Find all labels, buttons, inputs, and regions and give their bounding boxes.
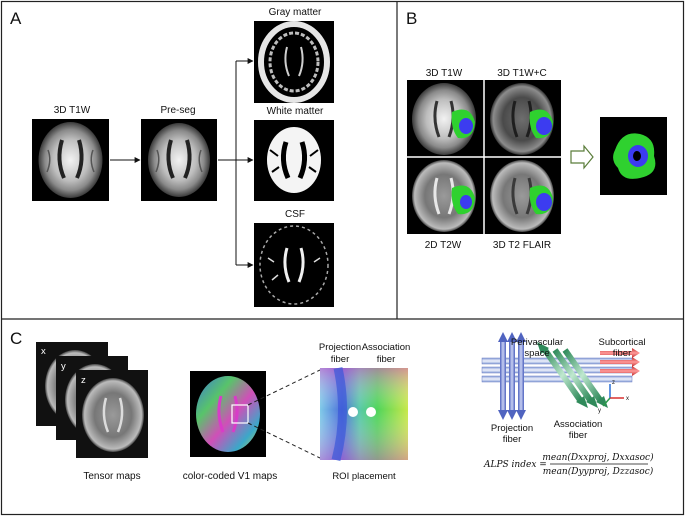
subcortical-fiber-arrow-2	[600, 357, 640, 367]
panel-a-output-gray-matter-label: Gray matter	[269, 7, 322, 18]
panel-b-tile-t1wc	[490, 83, 554, 155]
diagram-association-label-1: Association	[554, 419, 603, 430]
panel-b-image-grid	[407, 80, 561, 234]
roi-zoom-image	[320, 367, 408, 462]
diagram-projection-label-1: Projection	[491, 423, 533, 434]
panel-b-tumor-mask-image	[600, 117, 667, 195]
stack-letter-z: z	[81, 375, 86, 386]
v1-maps-caption: color-coded V1 maps	[183, 471, 278, 482]
panel-b-tile-label-flair: 3D T2 FLAIR	[493, 240, 551, 251]
tensor-maps-caption: Tensor maps	[83, 471, 140, 482]
diagram-perivascular-label-1: Perivascular	[511, 337, 563, 348]
stack-letter-x: x	[41, 346, 46, 357]
roi-projection-label-2: fiber	[331, 354, 349, 365]
roi-association-label-2: fiber	[377, 354, 395, 365]
panel-a-gray-matter-image	[254, 21, 334, 103]
subcortical-fiber-arrow-3	[600, 366, 640, 376]
alps-formula: ALPS index = mean(Dxxproj, Dxxasoc) mean…	[483, 452, 654, 477]
panel-a-white-matter-image	[254, 120, 334, 201]
panel-a-input-image	[32, 119, 109, 201]
panel-a-preseg-image	[141, 119, 217, 201]
panel-b-tile-t2w	[412, 160, 476, 232]
panel-b-tile-label-t1w: 3D T1W	[426, 68, 463, 79]
zoom-line-bottom	[247, 422, 321, 459]
panel-a-output-csf-label: CSF	[285, 209, 305, 220]
diagram-projection-label-2: fiber	[503, 434, 521, 445]
roi-projection-dot	[348, 407, 358, 417]
stack-letter-y: y	[61, 361, 66, 372]
fiber-diagram	[481, 332, 640, 420]
axis-label-y: y	[598, 408, 601, 414]
diagram-subcortical-label-1: Subcortical	[599, 337, 646, 348]
panel-b-tile-flair	[490, 160, 554, 232]
panel-a-csf-image	[254, 223, 334, 307]
roi-placement-caption: ROI placement	[332, 471, 396, 482]
panel-b-tile-label-t1wc: 3D T1W+C	[497, 68, 547, 79]
panel-a-preseg-label: Pre-seg	[160, 105, 195, 116]
panel-a-input-label: 3D T1W	[54, 105, 91, 116]
axis-label-x: x	[626, 396, 629, 402]
panel-c-tensor-stack	[36, 342, 148, 458]
panel-b-tile-label-t2w: 2D T2W	[425, 240, 462, 251]
zoom-line-top	[247, 369, 321, 406]
panel-b-tile-t1w	[412, 83, 476, 155]
formula-denominator: mean(Dyyproj, Dzzasoc)	[543, 466, 654, 477]
roi-association-label-1: Association	[362, 342, 411, 353]
panel-a-letter: A	[10, 9, 22, 28]
diagram-subcortical-label-2: fiber	[613, 348, 631, 359]
axis-label-z: z	[612, 380, 615, 386]
panel-a-output-white-matter-label: White matter	[267, 106, 324, 117]
roi-projection-label-1: Projection	[319, 342, 361, 353]
panel-c-letter: C	[10, 329, 22, 348]
panel-b-hollow-arrow	[570, 144, 594, 170]
formula-lhs: ALPS index =	[483, 460, 547, 470]
subcortical-fiber-arrow-1	[600, 348, 640, 358]
diagram-association-label-2: fiber	[569, 430, 587, 441]
v1-map-image	[190, 371, 266, 457]
tensor-map-z	[76, 370, 148, 458]
panel-b-letter: B	[406, 9, 417, 28]
v1-roi-box	[231, 404, 249, 424]
diagram-perivascular-label-2: space	[524, 348, 549, 359]
formula-numerator: mean(Dxxproj, Dxxasoc)	[542, 452, 654, 463]
roi-association-dot	[366, 407, 376, 417]
